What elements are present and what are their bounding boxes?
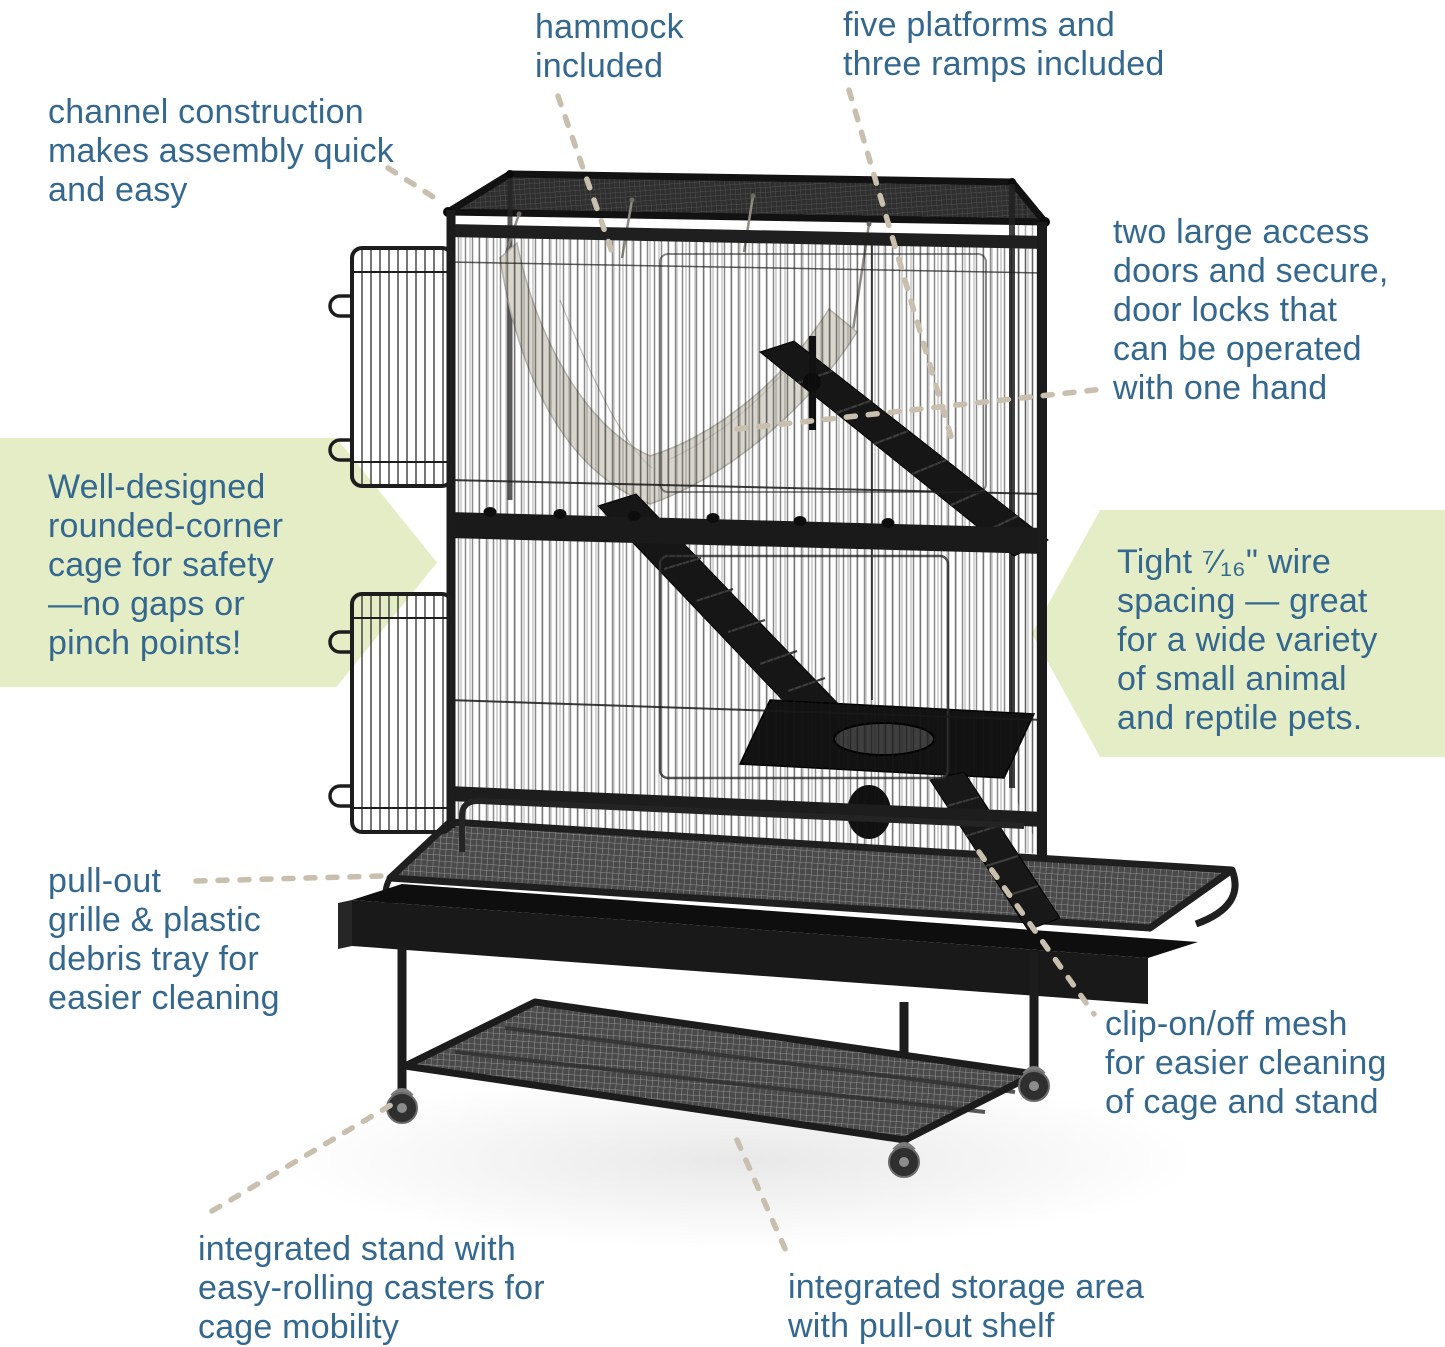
storage-shelf [401, 998, 1039, 1144]
callout-storage: integrated storage area with pull-out sh… [788, 1268, 1145, 1345]
access-door-lower [328, 592, 454, 834]
leader-doors [734, 386, 1107, 432]
callout-clip-mesh: clip-on/off mesh for easier cleaning of … [1105, 1005, 1387, 1121]
cage-body [328, 170, 1061, 931]
cage-roof [443, 170, 1050, 227]
highlight-box-wire-spacing [1032, 510, 1445, 757]
leader-clip-mesh [976, 849, 1097, 1017]
callout-wire-spacing: Tight ⁷⁄₁₆" wire spacing — great for a w… [1117, 543, 1378, 737]
callout-doors: two large access doors and secure, door … [1113, 213, 1389, 407]
access-door-upper [328, 246, 454, 488]
leader-channel [385, 165, 441, 203]
leader-storage [734, 1137, 793, 1263]
callout-pull-out: pull-out grille & plastic debris tray fo… [48, 862, 280, 1017]
callout-platforms: five platforms and three ramps included [843, 6, 1165, 83]
caster-wheel-right [1018, 1066, 1050, 1102]
leader-platforms [846, 87, 955, 443]
leader-hammock [555, 93, 615, 255]
callout-hammock: hammock included [535, 8, 684, 85]
floor-shadow [280, 1070, 1200, 1250]
callout-channel: channel construction makes assembly quic… [48, 93, 395, 209]
debris-tray [338, 884, 1198, 1004]
leader-stand [209, 1099, 399, 1214]
caster-wheel-front [888, 1142, 920, 1178]
side-wire-panel [1012, 186, 1042, 854]
callout-rounded-corner: Well-designed rounded-corner cage for sa… [48, 468, 284, 662]
caster-wheel-left [386, 1088, 418, 1124]
callout-stand: integrated stand with easy-rolling caste… [198, 1230, 545, 1346]
leader-pull-out [193, 873, 385, 884]
